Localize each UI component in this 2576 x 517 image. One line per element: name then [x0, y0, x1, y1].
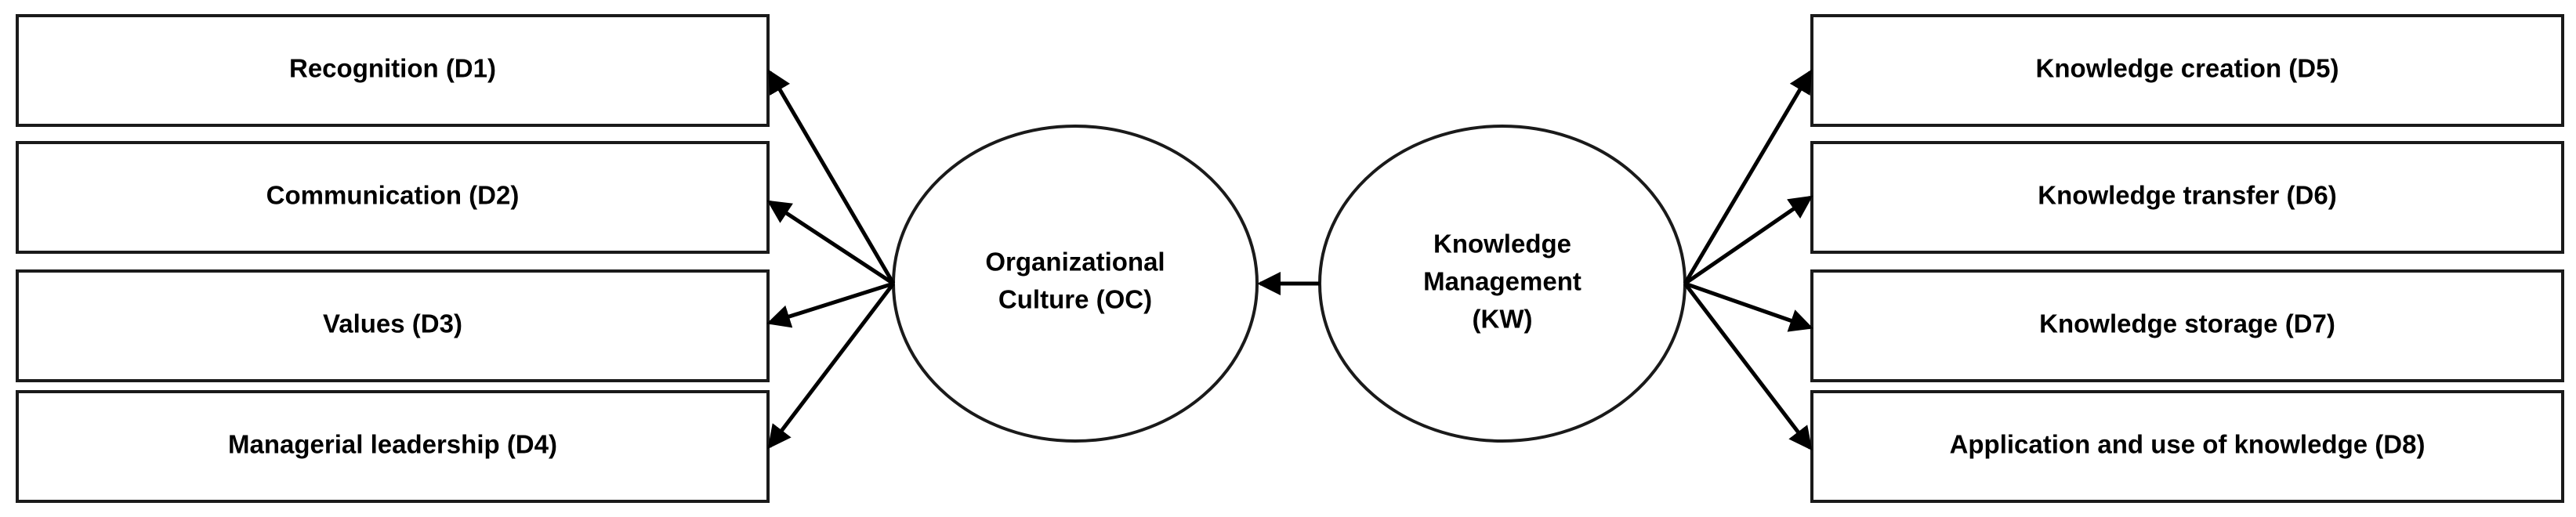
arrow-kw-d6 — [1683, 195, 1813, 286]
kw-label-line3: (KW) — [1473, 305, 1533, 334]
label-d4: Managerial leadership (D4) — [228, 430, 557, 459]
label-d3: Values (D3) — [323, 309, 462, 338]
box-d2: Communication (D2) — [16, 141, 770, 254]
oc-label-line2: Culture (OC) — [998, 285, 1152, 314]
label-d8: Application and use of knowledge (D8) — [1950, 430, 2426, 459]
construct-oc: Organizational Culture (OC) — [892, 125, 1259, 443]
label-d1: Recognition (D1) — [289, 54, 496, 83]
box-d8: Application and use of knowledge (D8) — [1810, 390, 2564, 503]
box-d3: Values (D3) — [16, 269, 770, 382]
kw-label-line1: Knowledge — [1433, 230, 1571, 258]
arrow-kw-d5 — [1683, 69, 1813, 285]
box-d6: Knowledge transfer (D6) — [1810, 141, 2564, 254]
construct-kw: Knowledge Management (KW) — [1318, 125, 1687, 443]
arrow-oc-d3 — [766, 281, 894, 328]
oc-label-line1: Organizational — [985, 248, 1165, 277]
arrow-oc-d2 — [766, 200, 895, 286]
box-d1: Recognition (D1) — [16, 14, 770, 127]
label-d5: Knowledge creation (D5) — [2036, 54, 2339, 83]
box-d4: Managerial leadership (D4) — [16, 390, 770, 503]
arrow-kw-d7 — [1684, 281, 1813, 332]
box-d7: Knowledge storage (D7) — [1810, 269, 2564, 382]
kw-label-line2: Management — [1423, 267, 1581, 296]
label-d2: Communication (D2) — [266, 181, 520, 210]
label-d6: Knowledge transfer (D6) — [2038, 181, 2336, 210]
arrow-oc-d4 — [767, 282, 895, 450]
arrow-oc-d1 — [767, 69, 896, 285]
label-d7: Knowledge storage (D7) — [2039, 309, 2335, 338]
arrow-kw-d8 — [1683, 282, 1813, 451]
box-d5: Knowledge creation (D5) — [1810, 14, 2564, 127]
